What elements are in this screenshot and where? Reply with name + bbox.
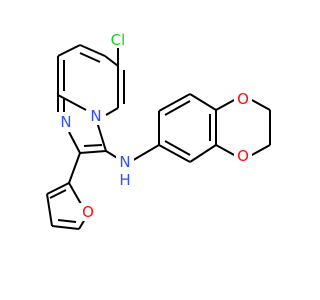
bond-ch2b-o2 [249,144,271,157]
bond-c5-c4 [105,107,119,116]
atom-label-layer: Cl N N N H O O [57,30,252,221]
furan-oxygen-atom: O [79,203,97,221]
imine-nitrogen-bg [57,112,75,132]
bond-layer [46,44,271,230]
bond-c2-c3-b [83,144,103,147]
bond-o2-ar5 [215,144,237,157]
bond-fc3-fc4 [46,193,53,227]
bond-fc2-fc3-b [49,189,67,199]
amine-nitrogen-bg [116,154,134,172]
amine-nitrogen-label: N [119,153,130,171]
chlorine-atom-bg [108,30,130,48]
bridgehead-nitrogen-bg [87,107,105,125]
chlorine-label: Cl [111,31,126,49]
bond-n1-c2 [68,131,81,154]
bond-c6-c7 [104,55,119,67]
bridgehead-nitrogen-atom: N [87,107,105,125]
dioxane-lower-oxygen-bg [234,146,252,166]
bridgehead-nitrogen-label: N [90,107,101,125]
chlorine-atom: Cl [108,30,130,49]
imine-nitrogen-atom: N [57,112,75,132]
bond-c2-furan [68,152,81,184]
dioxane-upper-oxygen-label: O [237,90,249,108]
bond-c2-c3-a [79,150,107,154]
bond-ar3-ar4 [189,93,217,111]
bond-c7-c8-a [79,44,106,57]
furan-oxygen-bg [79,203,97,221]
bond-fc4-fc5-a [51,225,80,230]
bond-c8a-n4 [57,94,87,111]
bond-ar5-ar6 [189,144,217,163]
amine-hydrogen-label: H [119,171,130,189]
bond-o1-ch2a [249,98,271,111]
amine-nh-group: N H [116,153,134,189]
dioxane-lower-oxygen-label: O [237,147,249,165]
structure-canvas: Cl N N N H O O [46,30,271,230]
molecule-structure: Cl N N N H O O [46,30,271,230]
bond-fc2-fo-a [68,182,82,205]
bond-fc4-fc5-b [57,219,77,223]
bond-nh-aryl [129,144,160,163]
dioxane-lower-oxygen-atom: O [234,146,252,166]
bond-fc2-fc3-a [46,182,70,195]
furan-oxygen-label: O [82,203,94,221]
bond-ar6-ar1-a [158,144,191,163]
dioxane-upper-oxygen-bg [234,89,252,109]
dioxane-upper-oxygen-atom: O [234,89,252,109]
imine-nitrogen-label: N [60,113,71,131]
bond-c7-c8-b [79,52,101,63]
bond-ar2-ar3-b [164,100,191,116]
bond-c8-c9 [57,44,81,57]
bond-ar4-o1 [215,98,237,111]
bond-ar6-ar1-b [164,140,191,156]
bond-ar2-ar3-a [158,93,191,112]
bond-c3-n4 [96,121,107,152]
